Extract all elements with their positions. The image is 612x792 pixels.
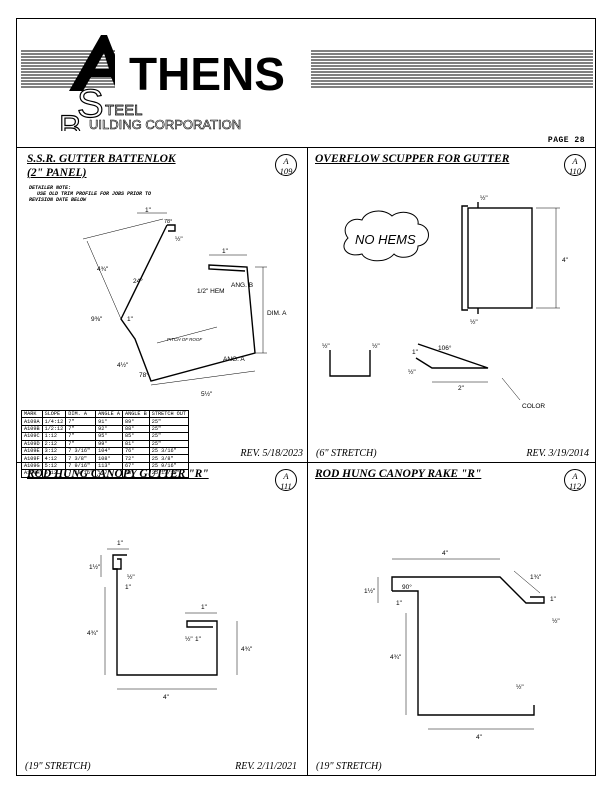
logo-steel: TEEL: [105, 102, 143, 119]
angle-label: ANG. A: [223, 356, 245, 363]
dim-label: 4": [476, 734, 483, 741]
panel-title: ROD HUNG CANOPY GUTTER "R": [27, 468, 209, 480]
dim-label: 9⅜": [91, 316, 103, 323]
dim-label: ½": [470, 318, 478, 326]
dim-label: 4¾": [390, 654, 402, 661]
cloud-label: NO HEMS: [355, 232, 416, 247]
dim-label: 4½": [117, 361, 129, 369]
dim-label: ½": [552, 617, 560, 625]
dim-label: ½": [480, 194, 488, 202]
panel-title: S.S.R. GUTTER BATTENLOK: [27, 153, 176, 165]
dim-label: DIM. A: [267, 310, 287, 317]
dim-label: 4¾": [241, 646, 253, 653]
dim-label: 1": [125, 584, 132, 591]
page-frame: THENS S B TEEL UILDING CORPORATION PAGE …: [16, 18, 596, 776]
angle-label: ANG. B: [231, 282, 253, 289]
header-divider: [17, 147, 595, 148]
panel-title: ROD HUNG CANOPY RAKE "R": [315, 468, 482, 480]
panel-subtitle: (2" PANEL): [27, 167, 87, 179]
detailer-note-heading: DETAILER NOTE:: [29, 185, 72, 191]
dim-label: 2": [458, 385, 465, 392]
dim-label: 1": [201, 604, 208, 611]
angle-label: 78°: [139, 371, 149, 379]
hem-label: 1/2" HEM: [197, 288, 225, 295]
stretch-label: (6" STRETCH): [316, 448, 377, 459]
dim-label: 5½": [201, 390, 213, 398]
dim-label: ½": [322, 342, 330, 350]
dim-label: 1": [145, 207, 152, 214]
dim-label: 1": [396, 600, 403, 607]
revision-date: REV. 5/18/2023: [240, 448, 303, 459]
dim-label: 1": [195, 636, 202, 643]
dim-label: ½": [185, 635, 193, 643]
dim-label: 1½": [89, 563, 101, 571]
angle-label: 78°: [164, 219, 172, 225]
revision-date: REV. 2/11/2021: [235, 761, 297, 772]
detailer-note-line: REVISION DATE BELOW: [29, 197, 87, 203]
dim-label: 1": [222, 248, 229, 255]
dim-label: ½": [516, 683, 524, 691]
dim-label: 1½": [364, 587, 376, 595]
logo-text: THENS: [129, 48, 285, 100]
stretch-label: (19" STRETCH): [25, 761, 91, 772]
dim-label: ½": [372, 342, 380, 350]
pitch-label: PITCH OF ROOF: [167, 337, 202, 342]
dim-label: 4": [442, 550, 449, 557]
angle-label: 106°: [438, 344, 452, 352]
logo-building: UILDING CORPORATION: [89, 117, 241, 131]
dim-label: 4¾": [97, 266, 109, 273]
canopy-rake-drawing: 4" 1¾" 1" 1½" 90° 1" ½" 4¾" ½" 4": [364, 550, 560, 741]
revision-date: REV. 3/19/2014: [526, 448, 589, 459]
column-divider: [307, 147, 308, 776]
color-label: COLOR: [522, 403, 545, 410]
page-number: PAGE 28: [547, 136, 585, 145]
angle-label: 90°: [402, 583, 412, 591]
canopy-gutter-drawing: 1" 1½" ½" 1" 1" ½" 1" 4¾" 4¾" 4": [87, 540, 253, 701]
svg-text:S: S: [77, 82, 104, 126]
dim-label: 1": [412, 349, 419, 356]
panel-title: OVERFLOW SCUPPER FOR GUTTER: [315, 153, 510, 165]
dim-label: 4": [163, 694, 170, 701]
dim-label: ½": [127, 573, 135, 581]
dim-label: ½": [175, 235, 183, 243]
angle-label: 24°: [133, 277, 143, 285]
dim-label: 1": [127, 316, 134, 323]
dim-label: 1": [117, 540, 124, 547]
stretch-label: (19" STRETCH): [316, 761, 382, 772]
overflow-scupper-drawing: NO HEMS ½" 4" ½" ½" ½" 1": [322, 194, 569, 410]
svg-text:B: B: [59, 109, 82, 131]
gutter-battenlok-drawing: 1" 78° ½" 1" 4¾" 24° 1/2" HEM ANG. B 9⅜"…: [82, 207, 287, 398]
dim-label: 1¾": [530, 574, 542, 581]
cloud-shape: [343, 210, 429, 262]
dim-label: 4¾": [87, 630, 99, 637]
row-divider: [17, 462, 595, 463]
dim-label: 4": [562, 257, 569, 264]
dim-label: ½": [408, 368, 416, 376]
company-logo: THENS S B TEEL UILDING CORPORATION: [21, 35, 593, 131]
detailer-note-line: USE OLD TRIM PROFILE FOR JOBS PRIOR TO: [37, 191, 152, 197]
dim-label: 1": [550, 596, 557, 603]
